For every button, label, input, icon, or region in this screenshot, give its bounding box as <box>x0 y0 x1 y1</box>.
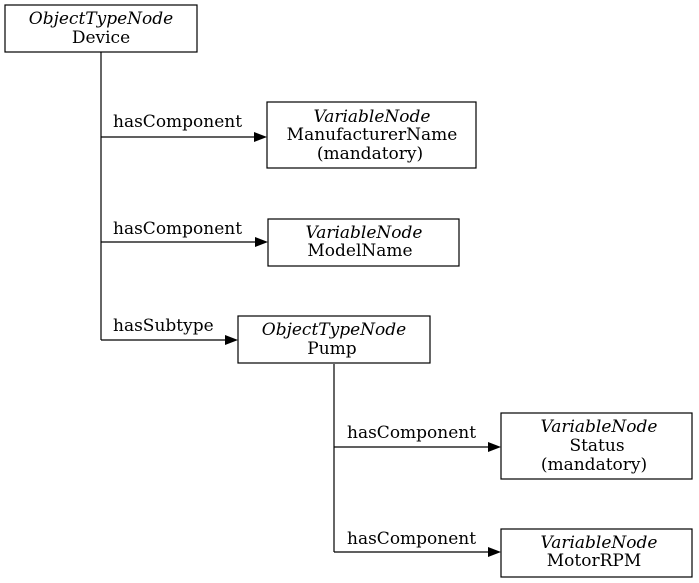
arrowhead <box>255 237 268 247</box>
node-name-label: Status <box>569 436 624 456</box>
node-name-label: ManufacturerName <box>287 125 458 145</box>
node-type-label: ObjectTypeNode <box>262 320 406 340</box>
connectors <box>100 52 501 557</box>
node-type-label: VariableNode <box>314 107 431 127</box>
node-pump[interactable]: ObjectTypeNode Pump <box>237 315 431 364</box>
node-box <box>266 101 477 169</box>
arrowhead <box>488 442 501 452</box>
node-name-label: Device <box>72 28 130 48</box>
node-type-label: VariableNode <box>306 223 423 243</box>
node-device[interactable]: ObjectTypeNode Device <box>4 4 198 53</box>
edge-label: hasSubtype <box>113 316 214 336</box>
node-note-label: (mandatory) <box>541 455 647 475</box>
node-motor-rpm[interactable]: VariableNode MotorRPM <box>500 528 693 578</box>
node-note-label: (mandatory) <box>317 144 423 164</box>
node-type-label: ObjectTypeNode <box>29 9 173 29</box>
node-name-label: ModelName <box>307 241 412 261</box>
node-box <box>237 315 431 364</box>
edge-label: hasComponent <box>347 529 476 549</box>
arrowhead <box>254 132 267 142</box>
node-model-name[interactable]: VariableNode ModelName <box>267 218 460 267</box>
edge-label: hasComponent <box>347 423 476 443</box>
edge-label: hasComponent <box>113 112 242 132</box>
edge-labels: hasComponent hasComponent hasSubtype has… <box>113 112 476 549</box>
node-type-label: VariableNode <box>541 533 658 553</box>
node-type-label: VariableNode <box>541 417 658 437</box>
node-status[interactable]: VariableNode Status (mandatory) <box>500 412 693 480</box>
arrowhead <box>488 547 501 557</box>
node-box <box>500 528 693 578</box>
arrowhead <box>225 335 238 345</box>
node-manufacturer-name[interactable]: VariableNode ManufacturerName (mandatory… <box>266 101 477 169</box>
node-name-label: MotorRPM <box>547 551 641 571</box>
node-box <box>267 218 460 267</box>
edge-label: hasComponent <box>113 219 242 239</box>
node-box <box>500 412 693 480</box>
node-box <box>4 4 198 53</box>
node-name-label: Pump <box>307 339 357 359</box>
